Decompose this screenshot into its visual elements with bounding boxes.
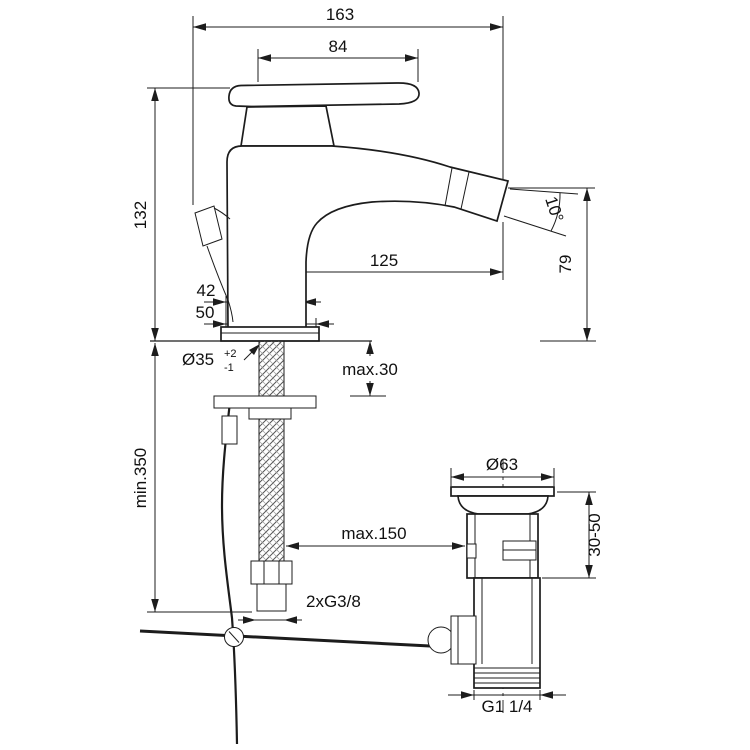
mixer-body-and-spout (226, 145, 510, 331)
pivot-screw-slot (228, 631, 240, 643)
product-tag (194, 205, 223, 247)
dim-deck-thickness-max: max.30 (342, 360, 398, 379)
waste-tailpiece (473, 577, 541, 689)
waste-flange-disc (450, 486, 555, 497)
ball-joint-nut (450, 615, 477, 665)
aerator-joint-line (444, 167, 453, 207)
dim-hose-length-min: min.350 (131, 448, 150, 508)
dim-waste-thread: G1 1/4 (481, 697, 532, 716)
mounting-nut (248, 407, 292, 420)
tag-cord-lower (206, 245, 234, 323)
dim-outlet-height: 79 (556, 255, 575, 274)
dim-linkage-reach-max: max.150 (341, 524, 406, 543)
dim-mount-hole-tol-upper: +2 (224, 348, 237, 360)
dim-mount-hole-tol-lower: -1 (224, 362, 234, 374)
dim-waste-clamp-range: 30-50 (585, 513, 604, 556)
popup-waste-group (427, 486, 555, 689)
handle-neck (240, 105, 336, 147)
dim-spray-angle: 10° (541, 194, 567, 224)
escutcheon-base (220, 326, 320, 342)
popup-horizontal-rod (139, 629, 431, 648)
dim-base-depth: 42 (197, 281, 216, 300)
rod-coupler (221, 415, 238, 445)
hose-connection-nut (250, 560, 293, 585)
dim-spout-reach: 125 (370, 251, 398, 270)
ball-joint (427, 626, 455, 654)
braided-supply-hose (258, 340, 285, 562)
dimension-labels: 163 84 132 125 42 50 Ø35 +2 -1 max.30 mi… (131, 5, 604, 716)
under-deck-group (139, 340, 431, 745)
dimension-lines (147, 16, 596, 700)
dim-overall-depth: 163 (326, 5, 354, 24)
lever-handle (228, 82, 420, 108)
waste-flange-dome (457, 495, 549, 515)
dim-height: 132 (131, 201, 150, 229)
hose-end-fitting (256, 583, 287, 612)
dim-waste-flange-diameter: Ø63 (486, 455, 518, 474)
aerator-face-line (460, 171, 470, 210)
dim-mount-hole: Ø35 (182, 350, 214, 369)
dim-hose-thread: 2xG3/8 (306, 592, 361, 611)
popup-pull-rod (220, 401, 239, 745)
tag-cord-upper (213, 207, 231, 220)
dim-lever-length: 84 (329, 37, 348, 56)
mixer-body-group (194, 82, 510, 342)
mounting-bracket (213, 395, 317, 409)
waste-body-tab (466, 543, 477, 559)
dim-base-width: 50 (196, 303, 215, 322)
